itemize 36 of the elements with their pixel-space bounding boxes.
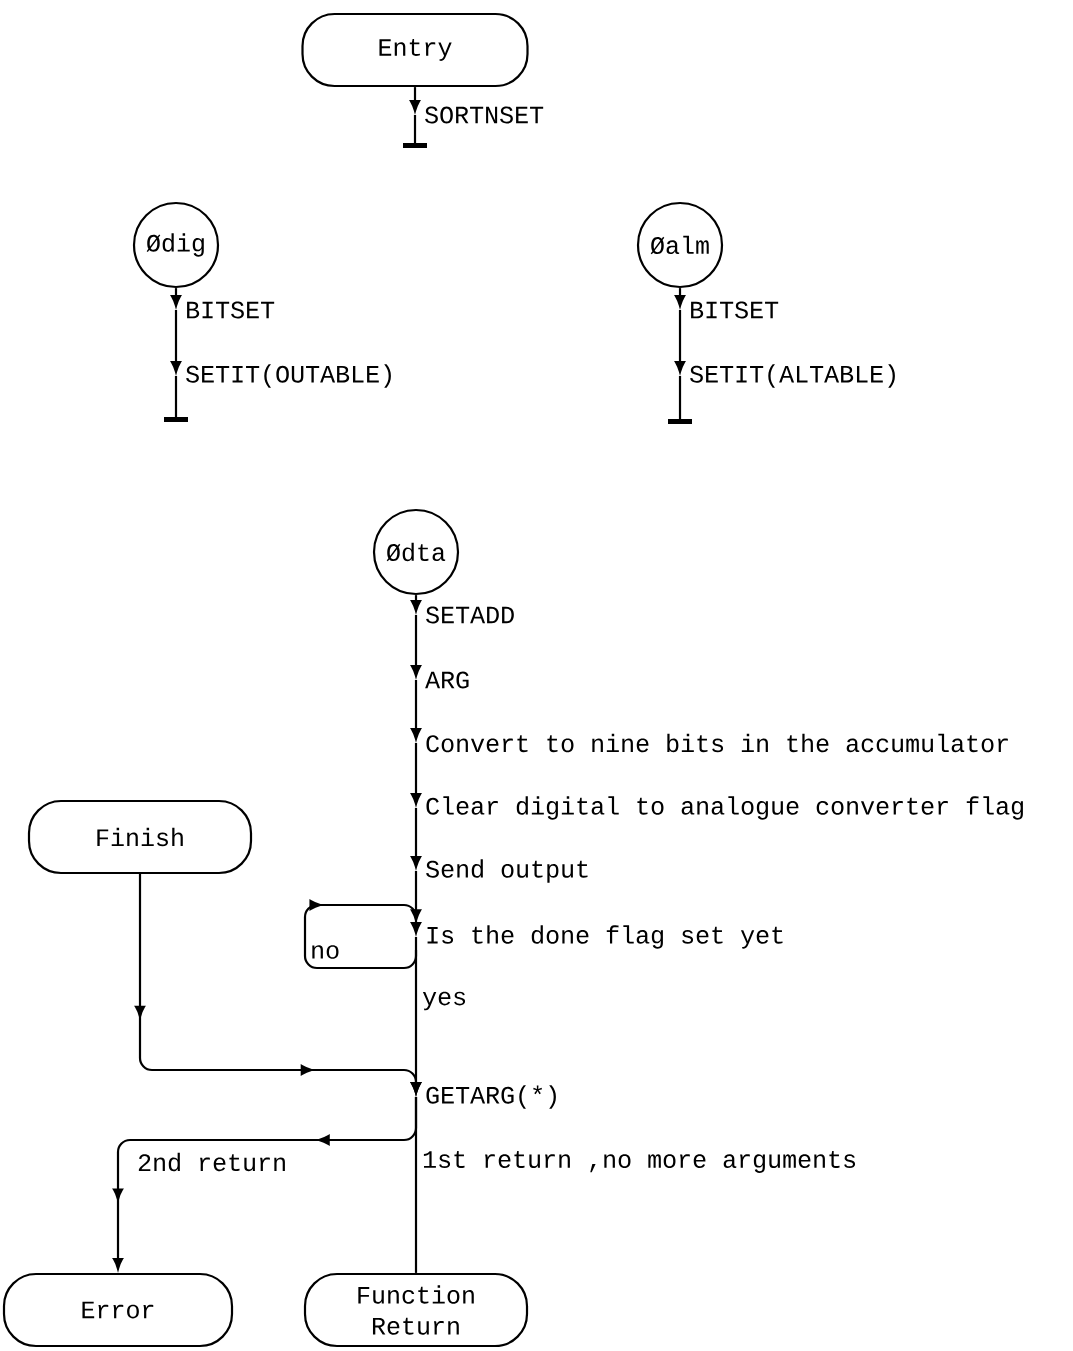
arrow bbox=[410, 808, 422, 868]
arrow bbox=[134, 874, 422, 1094]
arrow bbox=[170, 310, 182, 373]
terminal-box: Entry bbox=[301, 12, 529, 88]
step-label: Is the done flag set yet bbox=[427, 925, 783, 949]
step-label: BITSET bbox=[691, 301, 779, 319]
arrow bbox=[674, 310, 686, 373]
arrow bbox=[410, 615, 422, 677]
arrow bbox=[410, 680, 422, 740]
arrow bbox=[410, 743, 422, 805]
edge-label: yes bbox=[421, 990, 469, 1012]
step-label: SETIT(ALTABLE) bbox=[690, 364, 895, 388]
arrow bbox=[170, 288, 182, 307]
edge-label: no bbox=[309, 944, 342, 960]
step-label: ARG bbox=[425, 671, 469, 689]
step-label: Send output bbox=[426, 859, 588, 883]
arrow bbox=[410, 871, 422, 934]
arrow bbox=[303, 899, 422, 970]
terminal-box: Function Return bbox=[303, 1272, 529, 1348]
arrow bbox=[668, 376, 692, 424]
step-label: BITSET bbox=[187, 301, 275, 319]
edge-label: 1st return ,no more arguments bbox=[421, 1150, 859, 1174]
arrow bbox=[410, 595, 422, 612]
arrow bbox=[164, 376, 188, 422]
arrow bbox=[409, 87, 421, 112]
terminal-box: Error bbox=[2, 1272, 234, 1348]
terminal-box: Finish bbox=[27, 799, 253, 875]
edge-label: 2nd return bbox=[136, 1151, 289, 1173]
step-label: SETIT(OUTABLE) bbox=[186, 364, 391, 388]
step-label: Convert to nine bits in the accumulator bbox=[426, 733, 1008, 753]
step-label: SORTNSET bbox=[425, 106, 544, 124]
arrow bbox=[674, 288, 686, 307]
step-label: GETARG(*) bbox=[426, 1085, 556, 1109]
arrow bbox=[403, 115, 427, 148]
step-label: SETADD bbox=[426, 606, 514, 624]
step-label: Clear digital to analogue converter flag bbox=[426, 796, 1023, 820]
